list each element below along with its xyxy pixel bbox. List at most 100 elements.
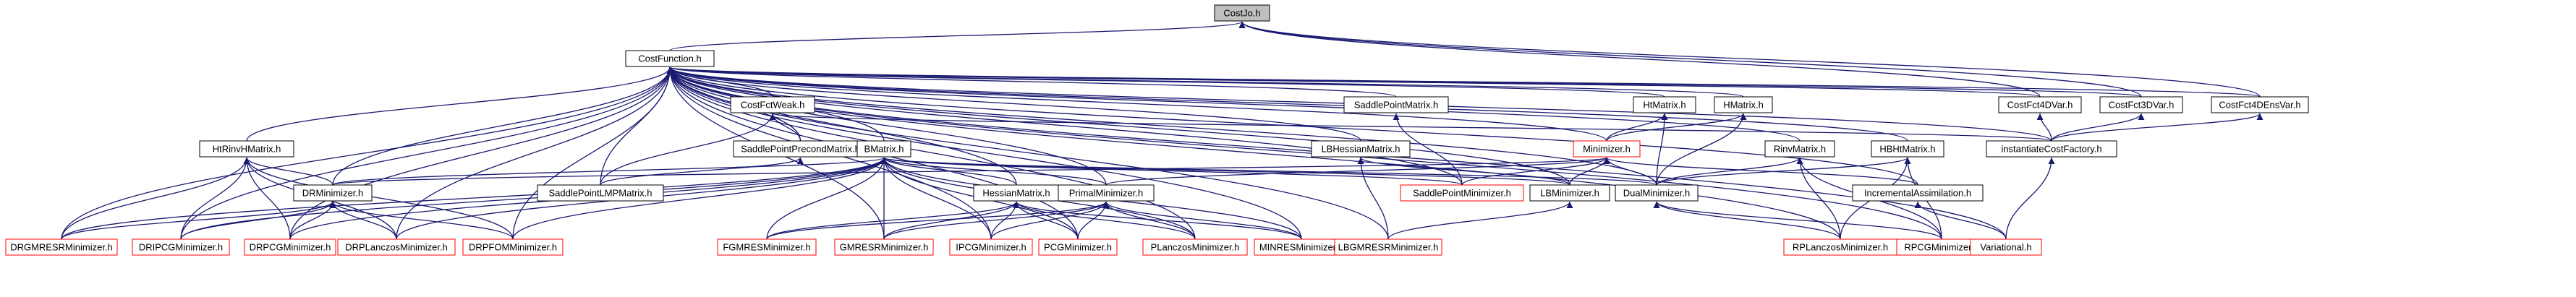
node-label-planczosminimizer: PLanczosMinimizer.h (1151, 242, 1240, 253)
edge-costfunction-to-minresminimizer (666, 66, 1302, 240)
edge-hessianmatrix-to-minresminimizer (1013, 201, 1302, 240)
node-bmatrix[interactable]: BMatrix.h (856, 140, 911, 158)
node-lbminimizer[interactable]: LBMinimizer.h (1529, 184, 1610, 202)
node-label-saddlepointminimizer: SaddlePointMinimizer.h (1413, 188, 1511, 199)
node-label-primalminimizer: PrimalMinimizer.h (1069, 188, 1144, 199)
node-htmatrix[interactable]: HtMatrix.h (1633, 96, 1696, 113)
edge-costjo-to-costfunction (669, 21, 1246, 51)
node-costfct3dvar[interactable]: CostFct3DVar.h (2099, 96, 2183, 113)
node-hessianmatrix[interactable]: HessianMatrix.h (973, 184, 1060, 202)
edge-rinvmatrix-to-rplanczosminimizer (1796, 157, 1841, 240)
node-primalminimizer[interactable]: PrimalMinimizer.h (1058, 184, 1155, 202)
node-box-htrinvhmatrix (199, 140, 294, 158)
node-label-gmresrminimizer: GMRESRMinimizer.h (840, 242, 929, 253)
edge-costfunction-to-lbminimizer (666, 66, 1570, 186)
node-ipcgminimizer[interactable]: IPCGMinimizer.h (949, 238, 1033, 256)
edge-bmatrix-to-drgmresrminimizer (61, 157, 888, 240)
node-variational[interactable]: Variational.h (1970, 238, 2042, 256)
edge-bmatrix-to-dualminimizer (881, 157, 1657, 186)
node-label-instantiatecostfactory: instantiateCostFactory.h (2001, 144, 2101, 155)
node-drpcgminimizer[interactable]: DRPCGMinimizer.h (244, 238, 336, 256)
node-box-lbminimizer (1529, 184, 1610, 202)
node-costfct4densvar[interactable]: CostFct4DEnsVar.h (2211, 96, 2309, 113)
node-box-costfunction (625, 50, 715, 67)
node-drpfomminimizer[interactable]: DRPFOMMinimizer.h (462, 238, 564, 256)
node-rplanczosminimizer[interactable]: RPLanczosMinimizer.h (1783, 238, 1897, 256)
node-lbgmresrminimizer[interactable]: LBGMRESRMinimizer.h (1334, 238, 1442, 256)
edge-costfunction-to-drpcgminimizer (289, 66, 673, 240)
edge-hmatrix-to-minimizer (1606, 113, 1747, 142)
node-saddlepointprecondmatrix[interactable]: SaddlePointPrecondMatrix.h (733, 140, 868, 158)
node-saddlepointlmpmatrix[interactable]: SaddlePointLMPMatrix.h (537, 184, 664, 202)
edge-costfunction-to-drgmresrminimizer (61, 66, 673, 240)
node-box-instantiatecostfactory (1986, 140, 2117, 158)
node-dualminimizer[interactable]: DualMinimizer.h (1615, 184, 1699, 202)
node-box-dualminimizer (1615, 184, 1699, 202)
node-instantiatecostfactory[interactable]: instantiateCostFactory.h (1986, 140, 2117, 158)
edge-minimizer-to-drminimizer (332, 157, 1610, 186)
node-hmatrix[interactable]: HMatrix.h (1714, 96, 1773, 113)
node-box-fgmresminimizer (717, 238, 817, 256)
node-label-htrinvhmatrix: HtRinvHMatrix.h (213, 144, 281, 155)
node-box-bmatrix (856, 140, 911, 158)
node-label-drminimizer: DRMinimizer.h (302, 188, 364, 199)
node-rinvmatrix[interactable]: RinvMatrix.h (1764, 140, 1835, 158)
node-label-costfct4dvar: CostFct4DVar.h (2007, 100, 2073, 111)
node-drminimizer[interactable]: DRMinimizer.h (293, 184, 373, 202)
edge-costfunction-to-primalminimizer (666, 66, 1107, 186)
edge-drminimizer-to-drgmresrminimizer (61, 201, 336, 240)
node-gmresrminimizer[interactable]: GMRESRMinimizer.h (834, 238, 934, 256)
node-label-minimizer: Minimizer.h (1583, 144, 1631, 155)
node-hbhtmatrix[interactable]: HBHtMatrix.h (1871, 140, 1944, 158)
edge-instantiatecostfactory-to-variational (2005, 157, 2055, 240)
node-box-saddlepointmatrix (1343, 96, 1449, 113)
node-label-lbminimizer: LBMinimizer.h (1540, 188, 1599, 199)
node-drplanczosminimizer[interactable]: DRPLanczosMinimizer.h (337, 238, 456, 256)
node-label-saddlepointmatrix: SaddlePointMatrix.h (1354, 100, 1438, 111)
node-pcgminimizer[interactable]: PCGMinimizer.h (1038, 238, 1118, 256)
edge-costfunction-to-drplanczosminimizer (396, 66, 673, 240)
node-label-pcgminimizer: PCGMinimizer.h (1044, 242, 1112, 253)
node-label-rpcgminimizer: RPCGMinimizer.h (1904, 242, 1978, 253)
node-costfctweak[interactable]: CostFctWeak.h (730, 96, 815, 113)
node-lbhessianmatrix[interactable]: LBHessianMatrix.h (1311, 140, 1411, 158)
edge-costfct4densvar-to-instantiatecostfactory (2051, 113, 2263, 142)
node-box-planczosminimizer (1142, 238, 1248, 256)
node-label-rplanczosminimizer: RPLanczosMinimizer.h (1793, 242, 1888, 253)
node-saddlepointminimizer[interactable]: SaddlePointMinimizer.h (1400, 184, 1524, 202)
node-htrinvhmatrix[interactable]: HtRinvHMatrix.h (199, 140, 294, 158)
edge-costfunction-to-hmatrix (667, 66, 1744, 98)
node-saddlepointmatrix[interactable]: SaddlePointMatrix.h (1343, 96, 1449, 113)
node-dripcgminimizer[interactable]: DRIPCGMinimizer.h (132, 238, 230, 256)
node-costjo[interactable]: CostJo.h (1214, 4, 1270, 22)
edge-hessianmatrix-to-gmresrminimizer (883, 201, 1020, 240)
node-label-htmatrix: HtMatrix.h (1643, 100, 1686, 111)
node-drgmresrminimizer[interactable]: DRGMRESRMinimizer.h (5, 238, 118, 256)
edge-costfunction-to-costfct4dvar (667, 66, 2041, 98)
edge-lbminimizer-to-lbgmresrminimizer (1387, 201, 1573, 240)
node-box-dripcgminimizer (132, 238, 230, 256)
node-box-pcgminimizer (1038, 238, 1118, 256)
edge-costfunction-to-costfct4densvar (667, 66, 2261, 98)
edge-costfct3dvar-to-instantiatecostfactory (2051, 113, 2145, 142)
node-planczosminimizer[interactable]: PLanczosMinimizer.h (1142, 238, 1248, 256)
node-label-costfct4densvar: CostFct4DEnsVar.h (2219, 100, 2300, 111)
node-rpcgminimizer[interactable]: RPCGMinimizer.h (1896, 238, 1987, 256)
node-incrementalassimilation[interactable]: IncrementalAssimilation.h (1852, 184, 1984, 202)
edge-htrinvhmatrix-to-dripcgminimizer (180, 157, 250, 240)
edge-costfunction-to-planczosminimizer (666, 66, 1196, 240)
node-costfct4dvar[interactable]: CostFct4DVar.h (1998, 96, 2082, 113)
node-fgmresminimizer[interactable]: FGMRESMinimizer.h (717, 238, 817, 256)
edge-costfunction-to-lbhessianmatrix (666, 66, 1361, 142)
node-label-costjo: CostJo.h (1223, 8, 1260, 19)
node-label-hmatrix: HMatrix.h (1723, 100, 1764, 111)
node-costfunction[interactable]: CostFunction.h (625, 50, 715, 67)
edge-costfunction-to-lbgmresrminimizer (666, 66, 1389, 240)
dependency-edges (61, 21, 2263, 240)
edge-costfunction-to-drminimizer (332, 66, 673, 186)
edge-costfunction-to-rinvmatrix (666, 66, 1801, 142)
edge-costfunction-to-saddlepointmatrix (667, 66, 1397, 98)
node-minimizer[interactable]: Minimizer.h (1573, 140, 1641, 158)
edge-saddlepointprecondmatrix-to-saddlepointlmpmatrix (600, 157, 804, 186)
